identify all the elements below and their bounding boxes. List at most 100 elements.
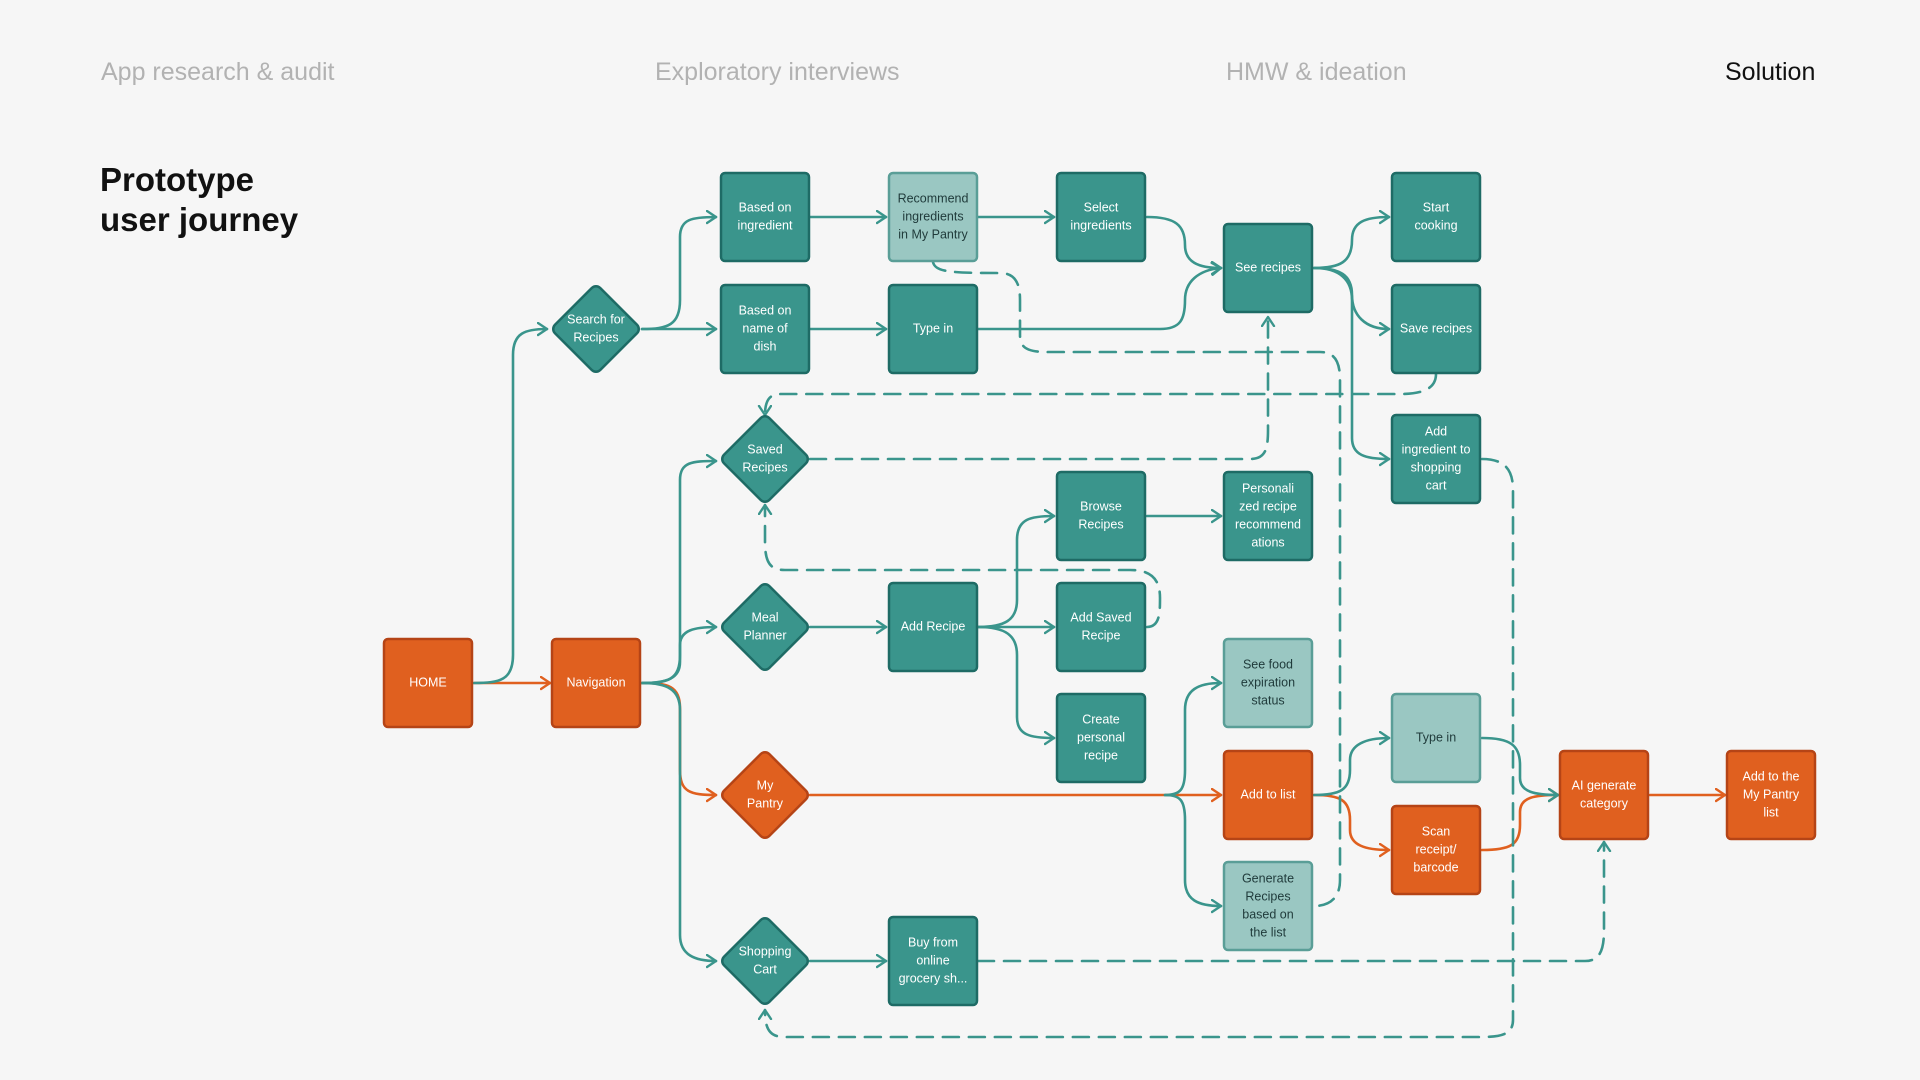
node-home[interactable]: HOME — [382, 637, 474, 729]
node-see-recipes-label-line: See recipes — [1235, 260, 1301, 274]
edge-scan-ai — [1480, 795, 1560, 852]
node-add-ingredient-to-cart-label-line: Add — [1425, 424, 1447, 438]
edge-search-ingredient — [640, 217, 718, 331]
edge-addrecipe-browse — [976, 516, 1056, 629]
node-select-ingredients-label-line: Select — [1084, 200, 1119, 214]
node-scan-receipt-shape — [1390, 804, 1482, 896]
node-personalized-recommendations-label-line: Personali — [1242, 481, 1294, 495]
node-select-ingredients[interactable]: Select ingredients — [1055, 171, 1147, 263]
edge-dashed-addsaved-saved — [765, 503, 1162, 629]
node-based-on-name-of-dish-label-line: name of — [742, 321, 788, 335]
node-start-cooking-shape — [1390, 171, 1482, 263]
node-generate-recipes-label-line: the list — [1250, 925, 1287, 939]
edge-dashed-saved-seerecipes — [808, 315, 1268, 461]
page-title-line-1: Prototype — [100, 161, 255, 198]
node-see-food-expiration-label-line: expiration — [1241, 675, 1295, 689]
page-title-line-2: user journey — [100, 201, 299, 238]
tab-solution[interactable]: Solution — [1725, 58, 1816, 86]
edge-dashed-saverecipes-saved — [765, 372, 1438, 417]
node-scan-receipt-label-line: receipt/ — [1416, 842, 1458, 856]
node-shopping-cart-label-line: Shopping — [739, 944, 792, 958]
node-buy-from-online-grocery-label-line: online — [916, 953, 949, 967]
node-ai-generate-category-shape — [1558, 749, 1650, 841]
tab-app-research[interactable]: App research & audit — [101, 58, 335, 86]
journey-stage-tabs: App research & audit Exploratory intervi… — [0, 58, 1920, 94]
node-see-recipes[interactable]: See recipes — [1222, 222, 1314, 314]
edge-pantry-generate — [1163, 793, 1223, 906]
node-see-food-expiration-label-line: See food — [1243, 657, 1293, 671]
edge-dashed-recommend-typein — [931, 260, 1342, 908]
node-select-ingredients-shape — [1055, 171, 1147, 263]
node-generate-recipes-label-line: Recipes — [1245, 889, 1290, 903]
node-start-cooking-label-line: Start — [1423, 200, 1450, 214]
node-add-to-list-shape — [1222, 749, 1314, 841]
node-recommend-ingredients-label-line: ingredients — [902, 209, 963, 223]
node-type-in-pantry[interactable]: Type in — [1390, 692, 1482, 784]
node-add-recipe-shape — [887, 581, 979, 673]
node-personalized-recommendations-shape — [1222, 470, 1314, 562]
node-select-ingredients-label-line: ingredients — [1070, 218, 1131, 232]
node-navigation[interactable]: Navigation — [550, 637, 642, 729]
node-create-personal-recipe-label-line: recipe — [1084, 748, 1118, 762]
edge-select-seerecipes — [1145, 215, 1223, 268]
node-type-in-search[interactable]: Type in — [887, 283, 979, 375]
node-add-recipe[interactable]: Add Recipe — [887, 581, 979, 673]
tab-hmw-ideation[interactable]: HMW & ideation — [1226, 58, 1407, 86]
node-add-saved-recipe-label-line: Add Saved — [1070, 610, 1131, 624]
node-add-to-list-label-line: Add to list — [1241, 787, 1296, 801]
node-browse-recipes-label-line: Recipes — [1078, 517, 1123, 531]
node-add-to-list[interactable]: Add to list — [1222, 749, 1314, 841]
node-recommend-ingredients-label-line: in My Pantry — [898, 227, 968, 241]
node-search-for-recipes-label-line: Search for — [567, 312, 625, 326]
node-add-saved-recipe-shape — [1055, 581, 1147, 673]
edge-typein-seerecipes — [976, 268, 1223, 331]
node-save-recipes[interactable]: Save recipes — [1390, 283, 1482, 375]
node-based-on-ingredient-label-line: ingredient — [738, 218, 793, 232]
node-ai-generate-category-label-line: category — [1580, 796, 1629, 810]
node-recommend-ingredients[interactable]: Recommend ingredients in My Pantry — [887, 171, 979, 263]
node-recommend-ingredients-shape — [887, 171, 979, 263]
node-buy-from-online-grocery-label-line: grocery sh... — [899, 971, 968, 985]
node-browse-recipes-label-line: Browse — [1080, 499, 1122, 513]
node-type-in-pantry-label-line: Type in — [1416, 730, 1456, 744]
node-based-on-name-of-dish-label-line: Based on — [739, 303, 792, 317]
page-title: Prototype user journey — [100, 160, 298, 240]
node-recommend-ingredients-label-line: Recommend — [898, 191, 969, 205]
node-meal-planner-label-line: Planner — [743, 628, 786, 642]
node-create-personal-recipe-shape — [1055, 692, 1147, 784]
edge-seerecipes-start — [1312, 217, 1391, 270]
edge-navigation-meal — [640, 627, 718, 685]
tab-exploratory-interviews[interactable]: Exploratory interviews — [655, 58, 900, 86]
node-meal-planner-shape — [720, 582, 810, 672]
node-add-ingredient-to-cart-label-line: cart — [1426, 478, 1447, 492]
edge-addlist-scan — [1312, 793, 1391, 850]
node-search-for-recipes-label-line: Recipes — [573, 330, 618, 344]
edge-dashed-cart-ai — [976, 840, 1604, 963]
edge-addlist-typein — [1312, 738, 1391, 797]
node-saved-recipes-label-line: Recipes — [742, 460, 787, 474]
node-saved-recipes-shape — [720, 414, 810, 504]
node-create-personal-recipe-label-line: Create — [1082, 712, 1120, 726]
node-my-pantry-label-line: My — [757, 778, 774, 792]
node-see-recipes-shape — [1222, 222, 1314, 314]
